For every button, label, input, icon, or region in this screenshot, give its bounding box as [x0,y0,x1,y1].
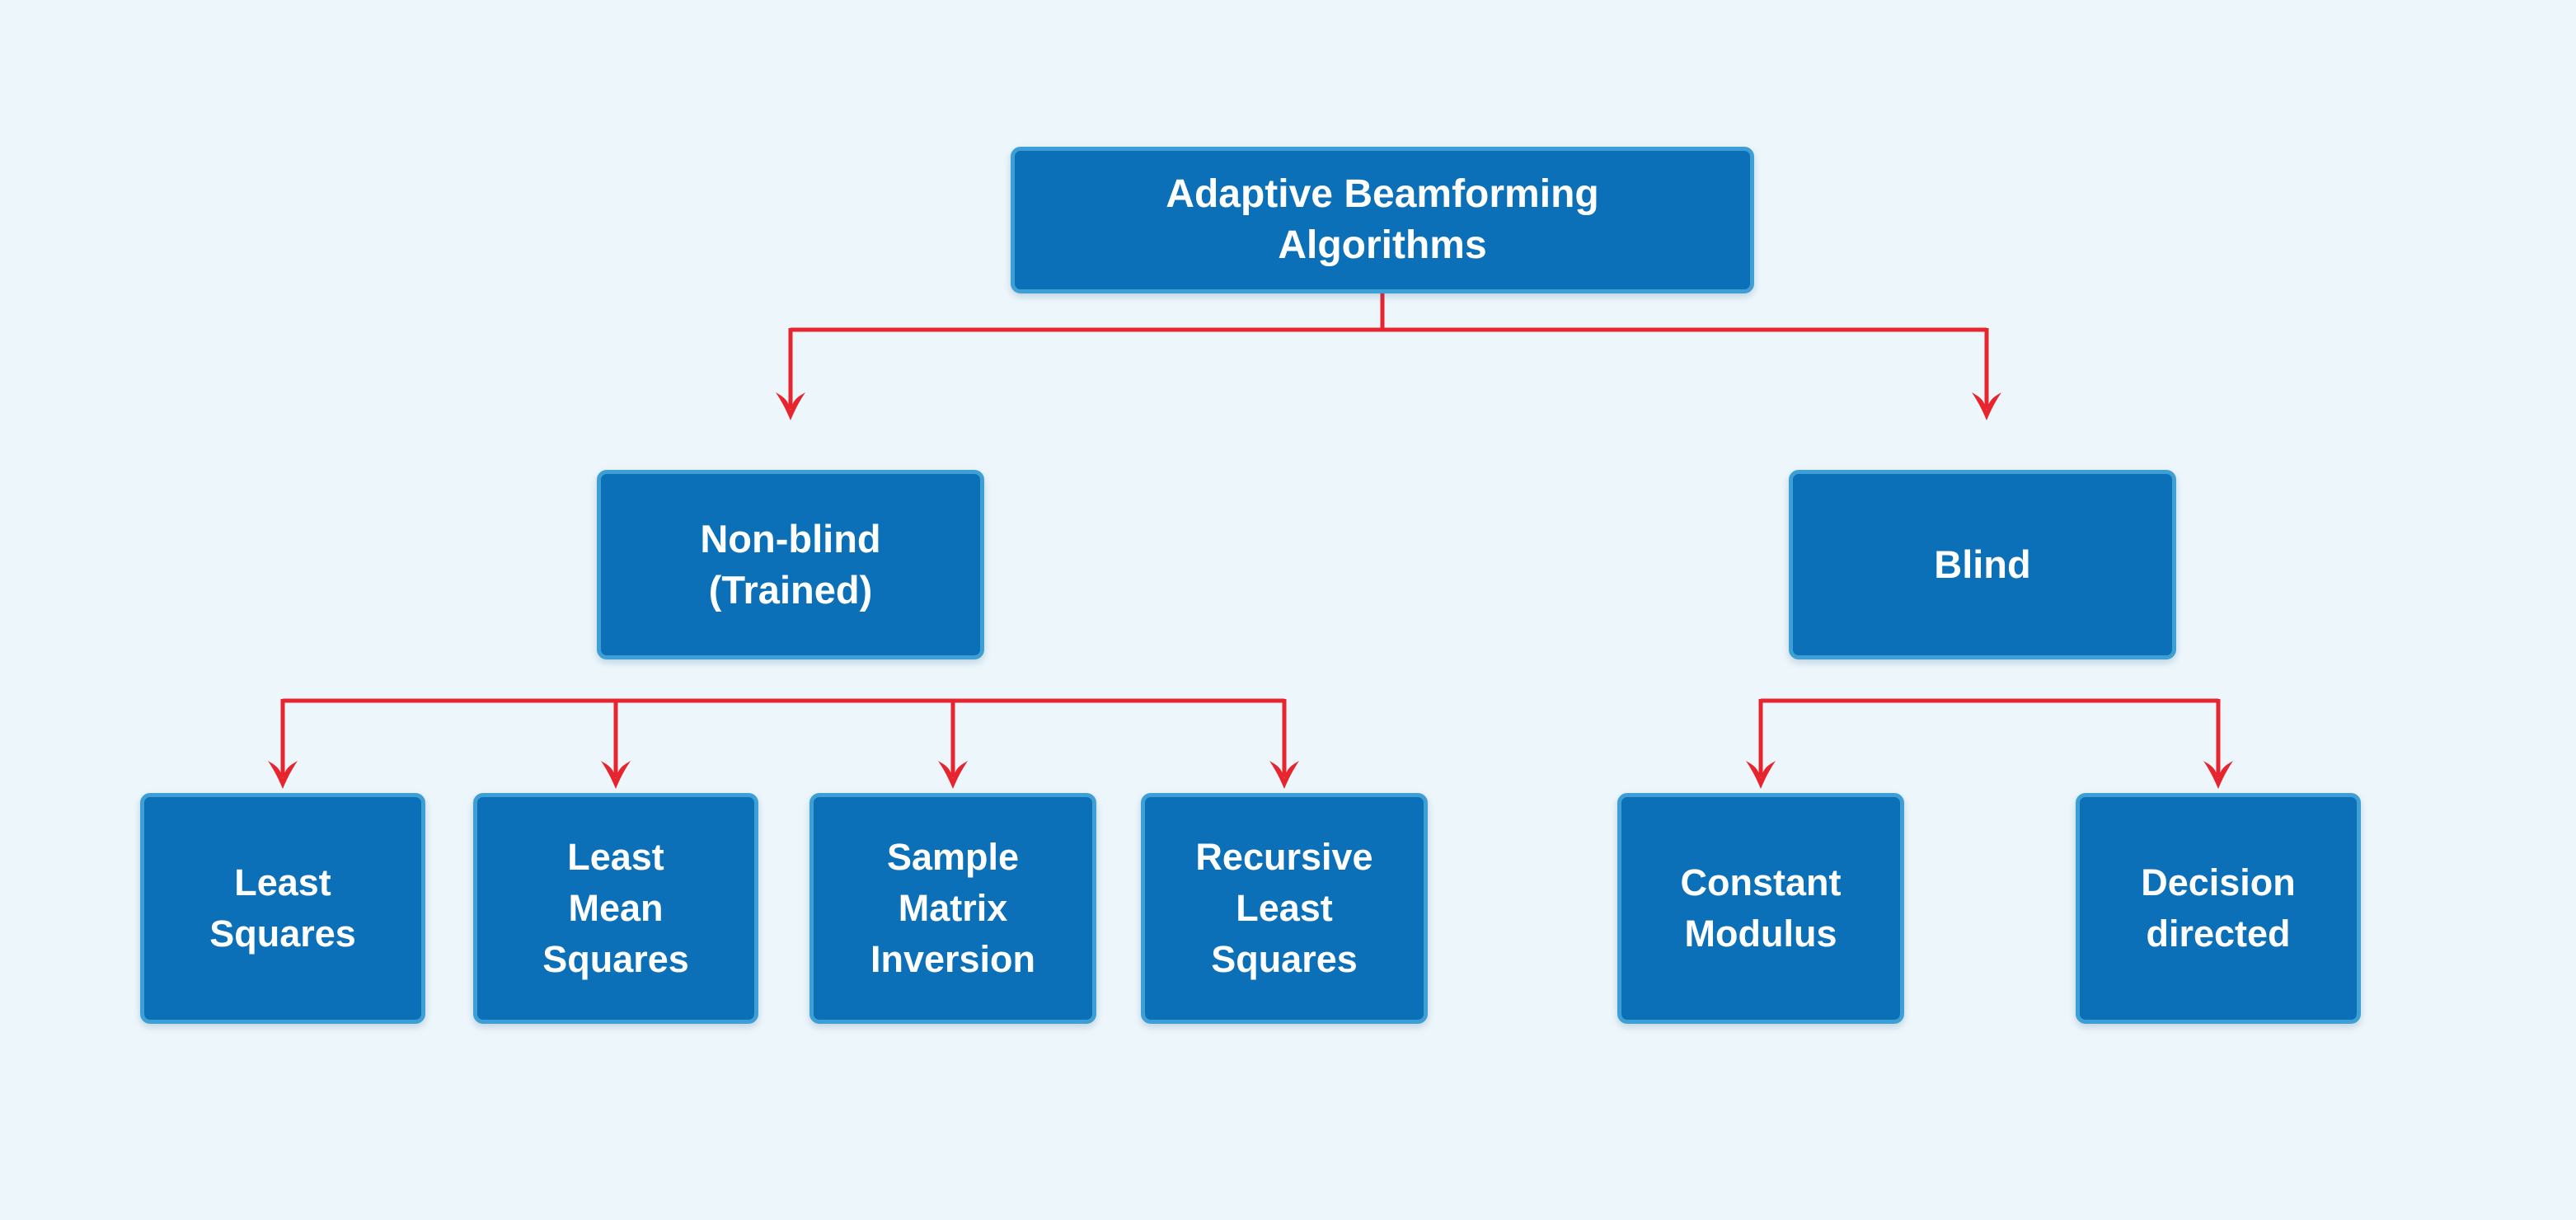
node-recursive-least-squares: Recursive Least Squares [1141,793,1428,1024]
node-blind: Blind [1789,470,2176,659]
node-least-mean-squares: Least Mean Squares [473,793,758,1024]
node-non-blind-trained: Non-blind (Trained) [597,470,984,659]
edges-root-to-level1 [776,292,2001,420]
node-adaptive-beamforming-algorithms: Adaptive Beamforming Algorithms [1011,147,1754,293]
edges-nonblind-to-leaves [268,698,1299,789]
node-sample-matrix-inversion: Sample Matrix Inversion [809,793,1096,1024]
edges-blind-to-leaves [1746,698,2233,789]
node-least-squares: Least Squares [140,793,425,1024]
node-constant-modulus: Constant Modulus [1617,793,1904,1024]
node-decision-directed: Decision directed [2076,793,2361,1024]
